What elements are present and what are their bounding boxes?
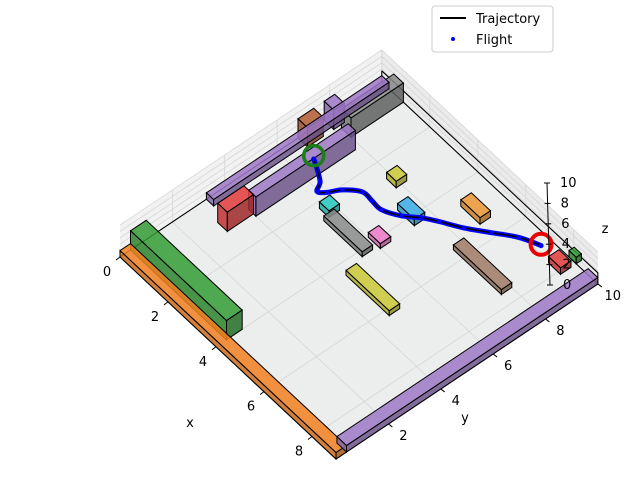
legend-flight-swatch [451,37,455,41]
obstacle-side [226,309,243,341]
z-tick-label: 0 [563,278,571,293]
y-axis-title: y [461,411,469,426]
z-axis-line [546,182,551,286]
legend-trajectory-label: Trajectory [475,12,540,27]
z-axis-title: z [602,222,609,237]
obstacle-6 [216,185,255,233]
obstacle-side [575,252,582,265]
obstacle-side [226,193,254,233]
flight-point [340,187,345,193]
y-tick-label: 10 [605,289,622,304]
obstacle-18 [336,267,599,454]
obstacle-side [479,209,491,226]
flight-point [538,243,544,248]
pane-back-x [120,50,382,257]
obstacle-side [255,129,356,218]
flight-point [314,189,320,194]
y-tick [545,318,550,323]
y-tick-label: 8 [556,324,564,339]
obstacle-side [350,82,404,139]
obstacle-16 [345,262,401,317]
trajectory-line [313,158,542,247]
y-tick-label: 2 [399,429,407,444]
obstacle-14 [452,237,513,296]
y-tick-label: 4 [452,394,460,409]
flight-point [489,230,494,235]
flight-point [516,235,521,240]
legend: Trajectory Flight [431,5,554,53]
legend-flight-label: Flight [476,33,512,48]
y-tick [440,388,446,393]
flight-point [461,225,466,231]
obstacle-9 [459,192,492,226]
obstacle-side [379,235,392,250]
axis-ticks: 0 2 4 6 8 2 4 6 8 10 0 2 4 6 8 10 [103,176,621,460]
obstacle-side [388,302,401,317]
obstacle-15 [547,248,572,276]
obstacle-10 [322,208,374,258]
x-tick-label: 8 [295,445,303,460]
x-tick-label: 4 [199,355,207,370]
flight-series [311,156,544,249]
x-axis-title: x [186,416,194,431]
obstacle-side [500,281,513,296]
y-tick [492,353,498,358]
z-tick-label: 4 [562,237,570,252]
obstacle-13 [568,246,583,265]
obstacle-side [361,243,374,258]
x-tick-label: 0 [103,265,111,280]
flight-point [379,207,384,212]
flight-point [324,190,330,195]
flight-point [360,189,365,195]
start-marker [301,143,326,168]
x-tick-label: 6 [247,400,255,415]
obstacle-3 [205,74,390,208]
flight-point [419,215,424,220]
z-tick-label: 10 [560,176,577,191]
flight-point [317,179,323,184]
obstacle-5 [385,164,408,189]
flight-point [436,219,442,224]
z-tick-label: 2 [562,258,570,273]
obstacle-side [560,259,572,276]
obstacles [119,73,599,461]
x-tick-label: 2 [151,310,159,325]
flight-point [369,198,375,203]
z-tick-label: 8 [561,196,569,211]
flight-point [399,213,404,218]
x-tick [211,346,217,351]
obstacle-side [395,173,408,189]
y-tick [388,423,393,428]
flight-point [311,156,316,162]
obstacle-side [346,276,599,453]
obstacle-side [213,81,390,207]
obstacle-11 [367,224,392,250]
y-tick-label: 6 [504,359,512,374]
x-tick [307,436,313,440]
pane-back-y [381,50,598,284]
x-tick [115,256,121,261]
x-tick [163,301,169,306]
z-tick-label: 6 [561,217,569,232]
y-tick [597,283,603,288]
x-tick [259,391,265,396]
